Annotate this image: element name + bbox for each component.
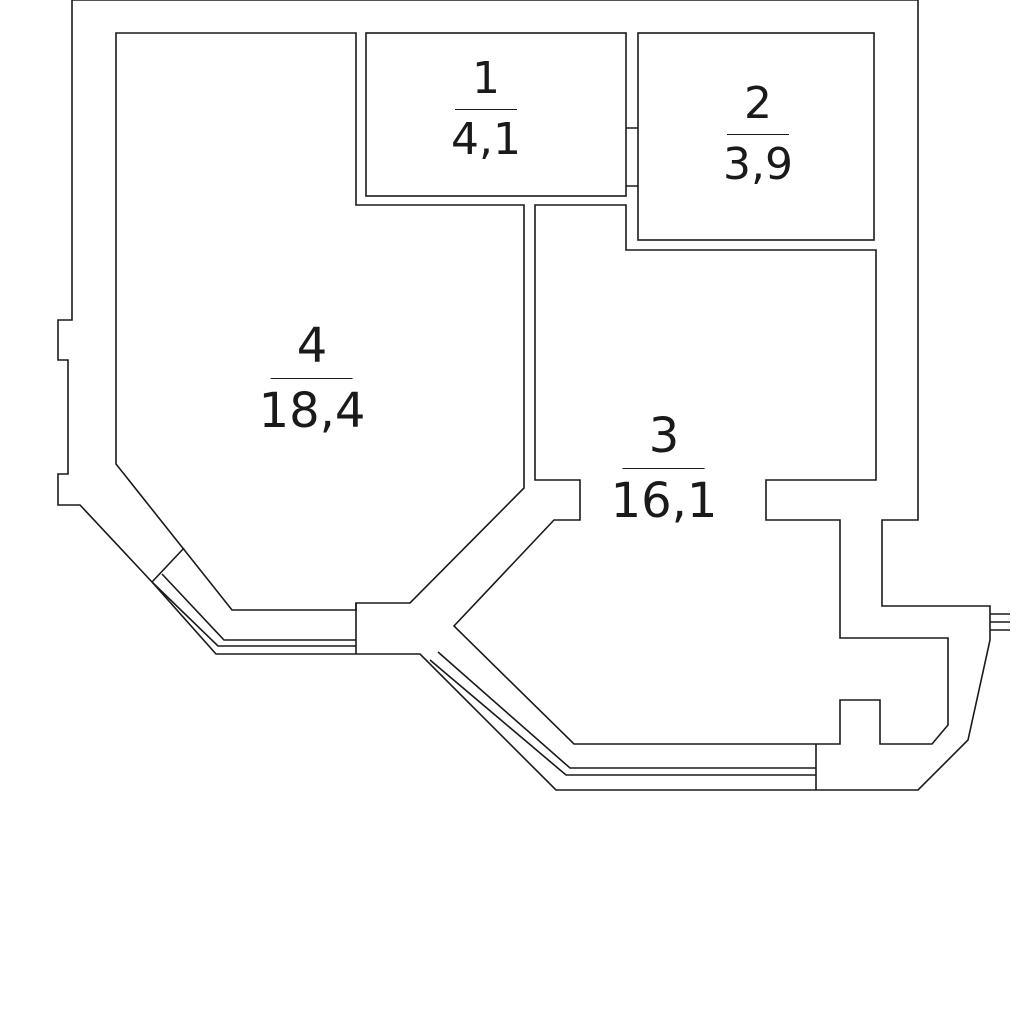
room-1-outline [365, 32, 627, 197]
room-4-area: 18,4 [258, 383, 366, 439]
room-1-fraction-line [454, 109, 517, 110]
room-3-label: 3 16,1 [611, 412, 718, 525]
room-4-number: 4 [296, 318, 328, 374]
room-3-area: 16,1 [610, 473, 718, 529]
room-2-outline [637, 32, 875, 241]
room-3-outline [452, 204, 949, 745]
left-window [151, 547, 357, 654]
room-4-fraction-line [271, 378, 353, 379]
room-4-outline [115, 32, 525, 611]
riser-lines [990, 613, 1010, 631]
room-2-area: 3,9 [723, 139, 793, 190]
room-2-label: 2 3,9 [723, 82, 793, 187]
room-1-label: 1 4,1 [451, 57, 521, 162]
room-4-label: 4 18,4 [259, 322, 366, 435]
room-1-number: 1 [471, 53, 500, 104]
room-3-number: 3 [648, 408, 680, 464]
bay-window [429, 651, 817, 790]
room-1-area: 4,1 [451, 114, 521, 165]
room-2-fraction-line [726, 134, 789, 135]
partition-stub [626, 127, 638, 187]
room-3-fraction-line [623, 468, 705, 469]
room-2-number: 2 [743, 78, 772, 129]
outer-wall [57, 0, 991, 791]
